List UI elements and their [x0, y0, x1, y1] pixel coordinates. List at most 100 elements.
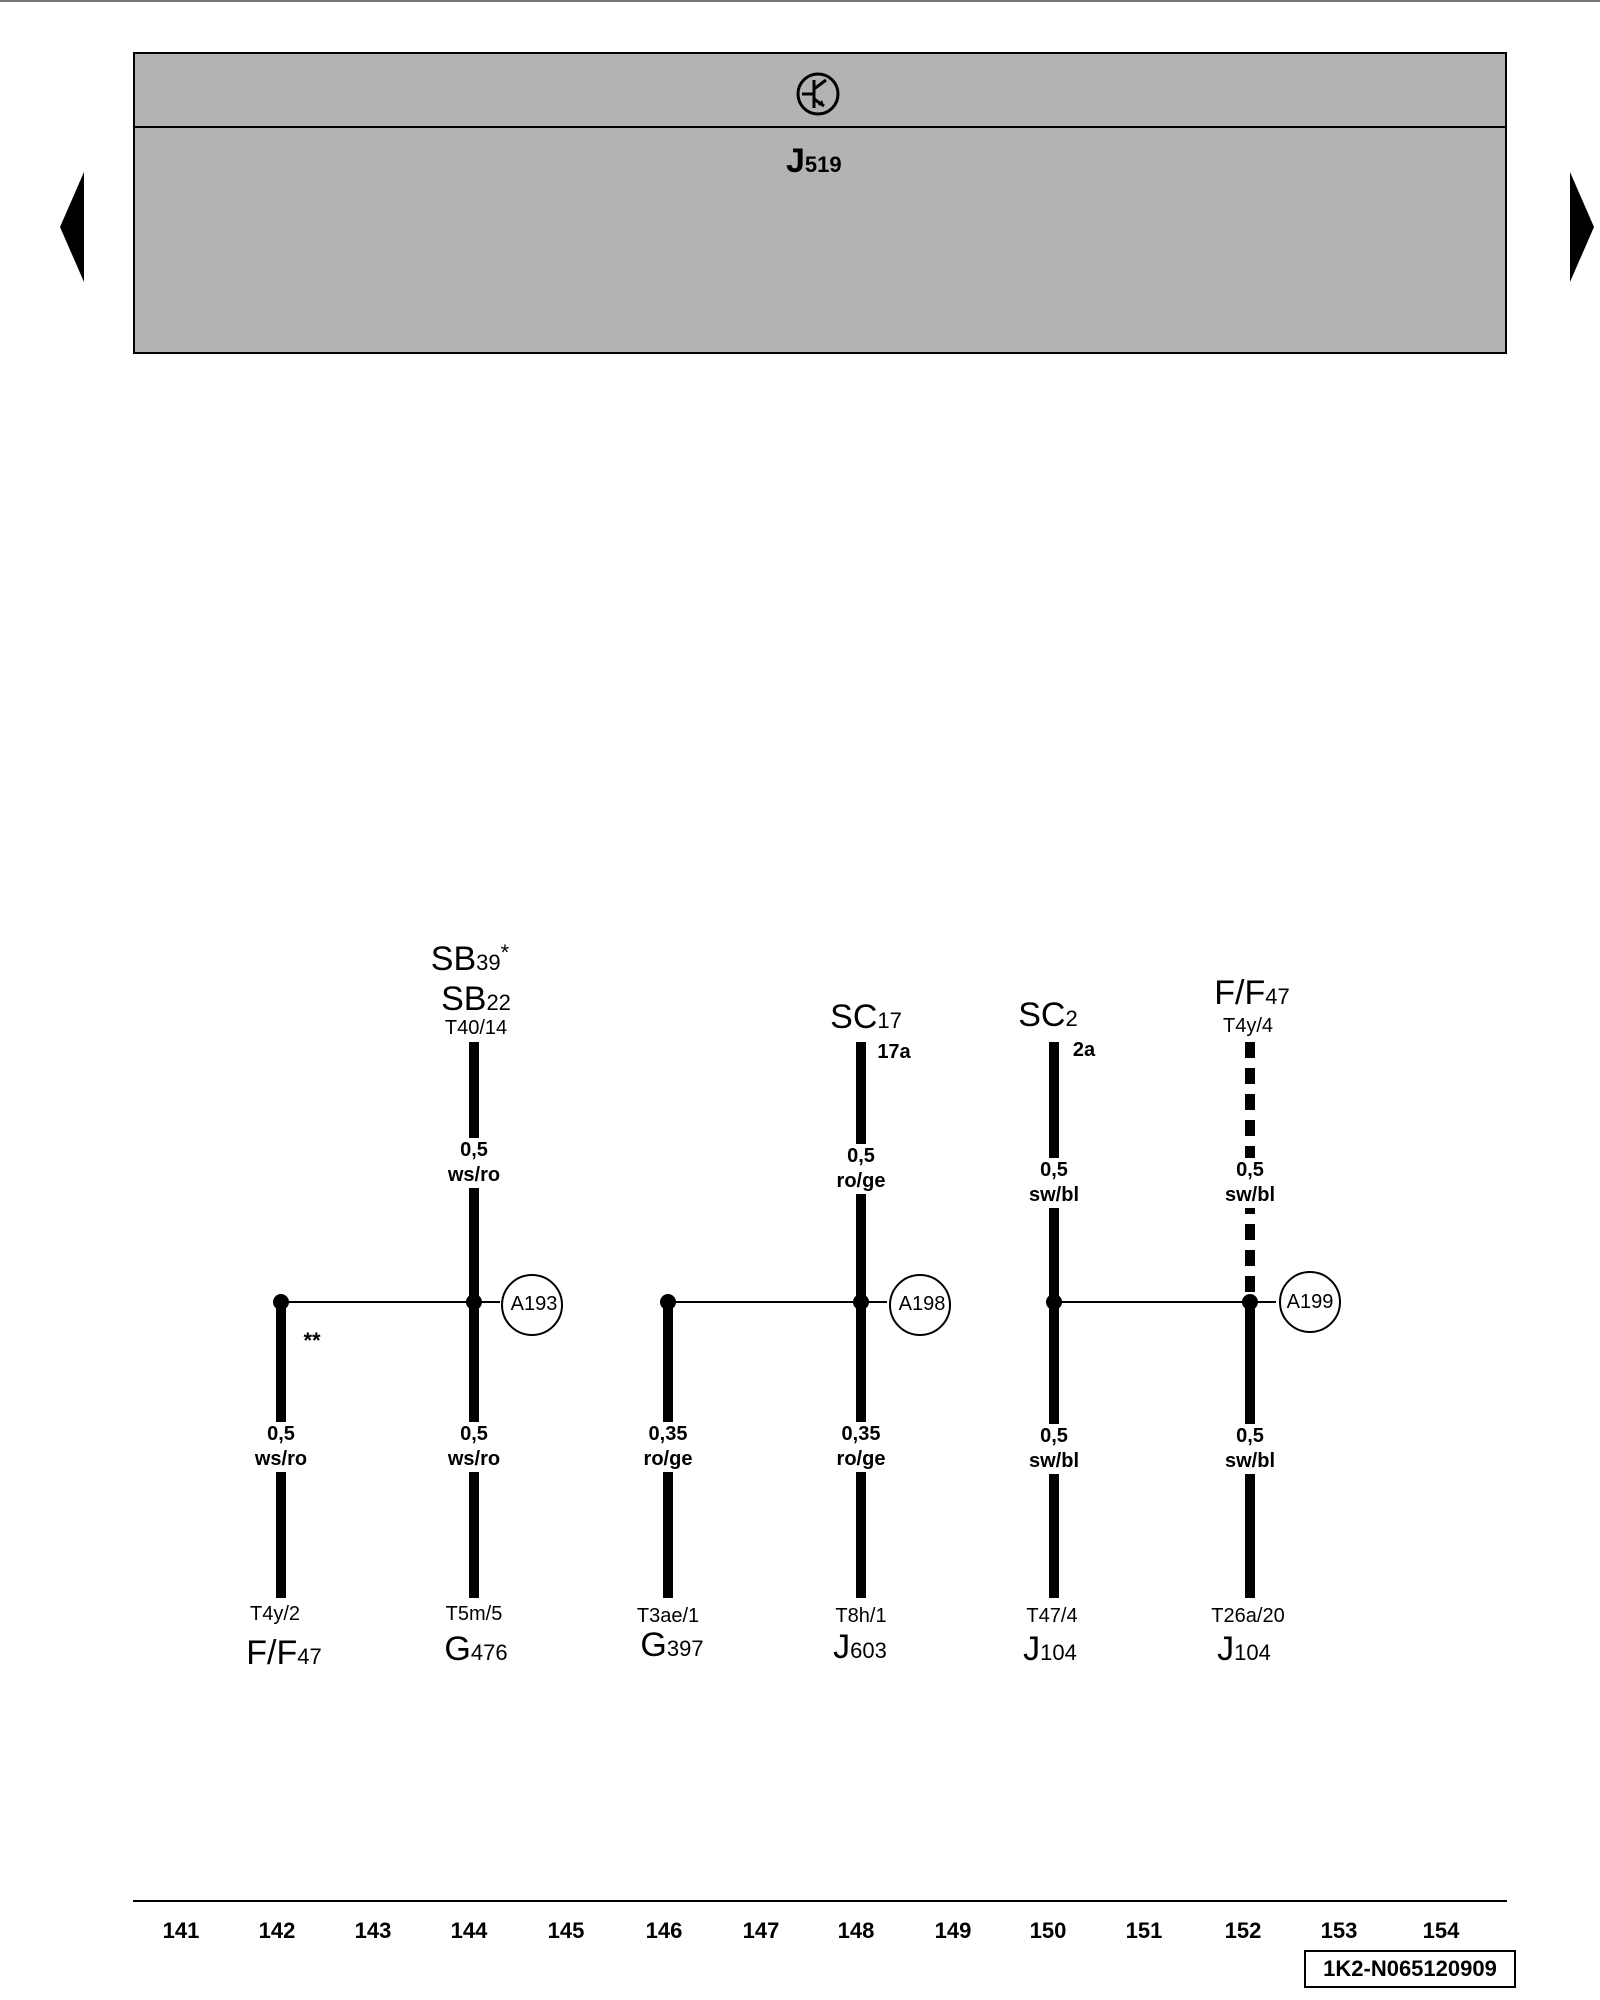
column-number: 144 [450, 1918, 488, 1943]
wire-size: 0,5 [460, 1423, 488, 1445]
terminal-t26a-20: T26a/20 [1211, 1605, 1285, 1627]
bottom-component-j603: J603 [833, 1630, 887, 1664]
j104-number: 104 [1040, 1640, 1077, 1665]
g397-letter: G [640, 1626, 667, 1664]
wire-color: ro/ge [836, 1448, 886, 1470]
sb39-number: 39 [476, 950, 501, 975]
splice-dot-144 [466, 1294, 482, 1310]
wire-color: ws/ro [447, 1448, 501, 1470]
ground-symbol-icon [796, 72, 840, 116]
bottom-component-j104-b: J104 [1217, 1632, 1271, 1666]
column-number: 151 [1125, 1918, 1163, 1943]
ff47-top-letters: F/F [1214, 974, 1266, 1012]
bottom-component-g476: G476 [444, 1632, 507, 1666]
splice-dot-142 [273, 1294, 289, 1310]
top-component-sb22: SB22 [441, 982, 511, 1016]
wire-size: 0,5 [460, 1139, 488, 1161]
sb22-letters: SB [441, 980, 487, 1018]
splice-dot-152 [1242, 1294, 1258, 1310]
wire-label-148-lower: 0,35 ro/ge [834, 1422, 888, 1472]
wire-label-142: 0,5 ws/ro [252, 1422, 310, 1472]
connector-a199-label[interactable]: A199 [1286, 1291, 1334, 1313]
j104b-letter: J [1217, 1630, 1235, 1668]
splice-dot-148 [853, 1294, 869, 1310]
column-number: 145 [547, 1918, 585, 1943]
triangle-left-icon [60, 172, 84, 282]
wire-color: ro/ge [643, 1448, 693, 1470]
wire-size: 0,5 [267, 1423, 295, 1445]
wire-label-152-lower: 0,5 sw/bl [1222, 1424, 1278, 1474]
main-component-letter: J [786, 142, 805, 180]
column-number: 146 [645, 1918, 683, 1943]
top-component-ff47: F/F47 [1214, 976, 1289, 1010]
terminal-t40-14: T40/14 [444, 1017, 508, 1039]
main-component-label: J519 [786, 142, 842, 181]
column-number: 150 [1029, 1918, 1067, 1943]
bottom-component-ff47: F/F47 [246, 1636, 321, 1670]
sb22-number: 22 [486, 990, 511, 1015]
ff47-number: 47 [297, 1644, 322, 1669]
terminal-t3ae-1: T3ae/1 [636, 1605, 700, 1627]
wire-color: sw/bl [1224, 1184, 1276, 1206]
connector-a193-label[interactable]: A193 [510, 1293, 558, 1315]
wire-color: ro/ge [836, 1170, 886, 1192]
column-number: 143 [354, 1918, 392, 1943]
wire-color: ws/ro [254, 1448, 308, 1470]
terminal-t4y-2: T4y/2 [249, 1603, 301, 1625]
header-divider [135, 126, 1505, 128]
wire-label-144-upper: 0,5 ws/ro [445, 1138, 503, 1188]
wire-size: 0,5 [1040, 1159, 1068, 1181]
footer-rule [133, 1900, 1507, 1902]
g476-letter: G [444, 1630, 471, 1668]
wire-size: 0,5 [1236, 1159, 1264, 1181]
column-number: 152 [1224, 1918, 1262, 1943]
wire-color: sw/bl [1224, 1450, 1276, 1472]
terminal-t4y-4: T4y/4 [1222, 1015, 1274, 1037]
bottom-component-j104-a: J104 [1023, 1632, 1077, 1666]
sc2-letters: SC [1018, 996, 1066, 1034]
column-number: 148 [837, 1918, 875, 1943]
wire-label-150-upper: 0,5 sw/bl [1026, 1158, 1082, 1208]
wire-size: 0,5 [1040, 1425, 1068, 1447]
splice-dot-146 [660, 1294, 676, 1310]
wire-color: sw/bl [1028, 1184, 1080, 1206]
sc17-number: 17 [877, 1008, 902, 1033]
wire-color: ws/ro [447, 1164, 501, 1186]
column-number: 154 [1422, 1918, 1460, 1943]
sc17-letters: SC [830, 998, 878, 1036]
ff47-top-number: 47 [1265, 984, 1290, 1009]
terminal-t5m-5: T5m/5 [445, 1603, 503, 1625]
main-component-number: 519 [804, 152, 842, 177]
bottom-component-g397: G397 [640, 1628, 703, 1662]
sc2-number: 2 [1065, 1006, 1078, 1031]
column-number: 153 [1320, 1918, 1358, 1943]
wire-size: 0,5 [847, 1145, 875, 1167]
j104-letter: J [1023, 1630, 1041, 1668]
terminal-t47-4: T47/4 [1026, 1605, 1078, 1627]
connector-a198-label[interactable]: A198 [898, 1293, 946, 1315]
wire-label-144-lower: 0,5 ws/ro [445, 1422, 503, 1472]
pin-2a: 2a [1072, 1039, 1096, 1061]
wire-size: 0,35 [648, 1423, 688, 1445]
wire-label-148-upper: 0,5 ro/ge [834, 1144, 888, 1194]
wire-size: 0,5 [1236, 1425, 1264, 1447]
previous-page-button[interactable] [58, 170, 86, 284]
wire-label-152-upper: 0,5 sw/bl [1222, 1158, 1278, 1208]
top-component-sb39: SB39* [430, 940, 510, 978]
j104b-number: 104 [1234, 1640, 1271, 1665]
ff47-letters: F/F [246, 1634, 298, 1672]
double-asterisk-note: ** [303, 1328, 321, 1353]
pin-17a: 17a [877, 1041, 911, 1063]
next-page-button[interactable] [1568, 170, 1596, 284]
g397-number: 397 [666, 1636, 704, 1661]
terminal-t8h-1: T8h/1 [835, 1605, 887, 1627]
column-number: 141 [162, 1918, 200, 1943]
column-number: 149 [934, 1918, 972, 1943]
top-rule [0, 0, 1600, 2]
sb39-letters: SB [430, 940, 477, 978]
triangle-right-icon [1570, 172, 1594, 282]
column-number: 142 [258, 1918, 296, 1943]
sb39-asterisk: * [500, 940, 510, 965]
wire-size: 0,35 [841, 1423, 881, 1445]
